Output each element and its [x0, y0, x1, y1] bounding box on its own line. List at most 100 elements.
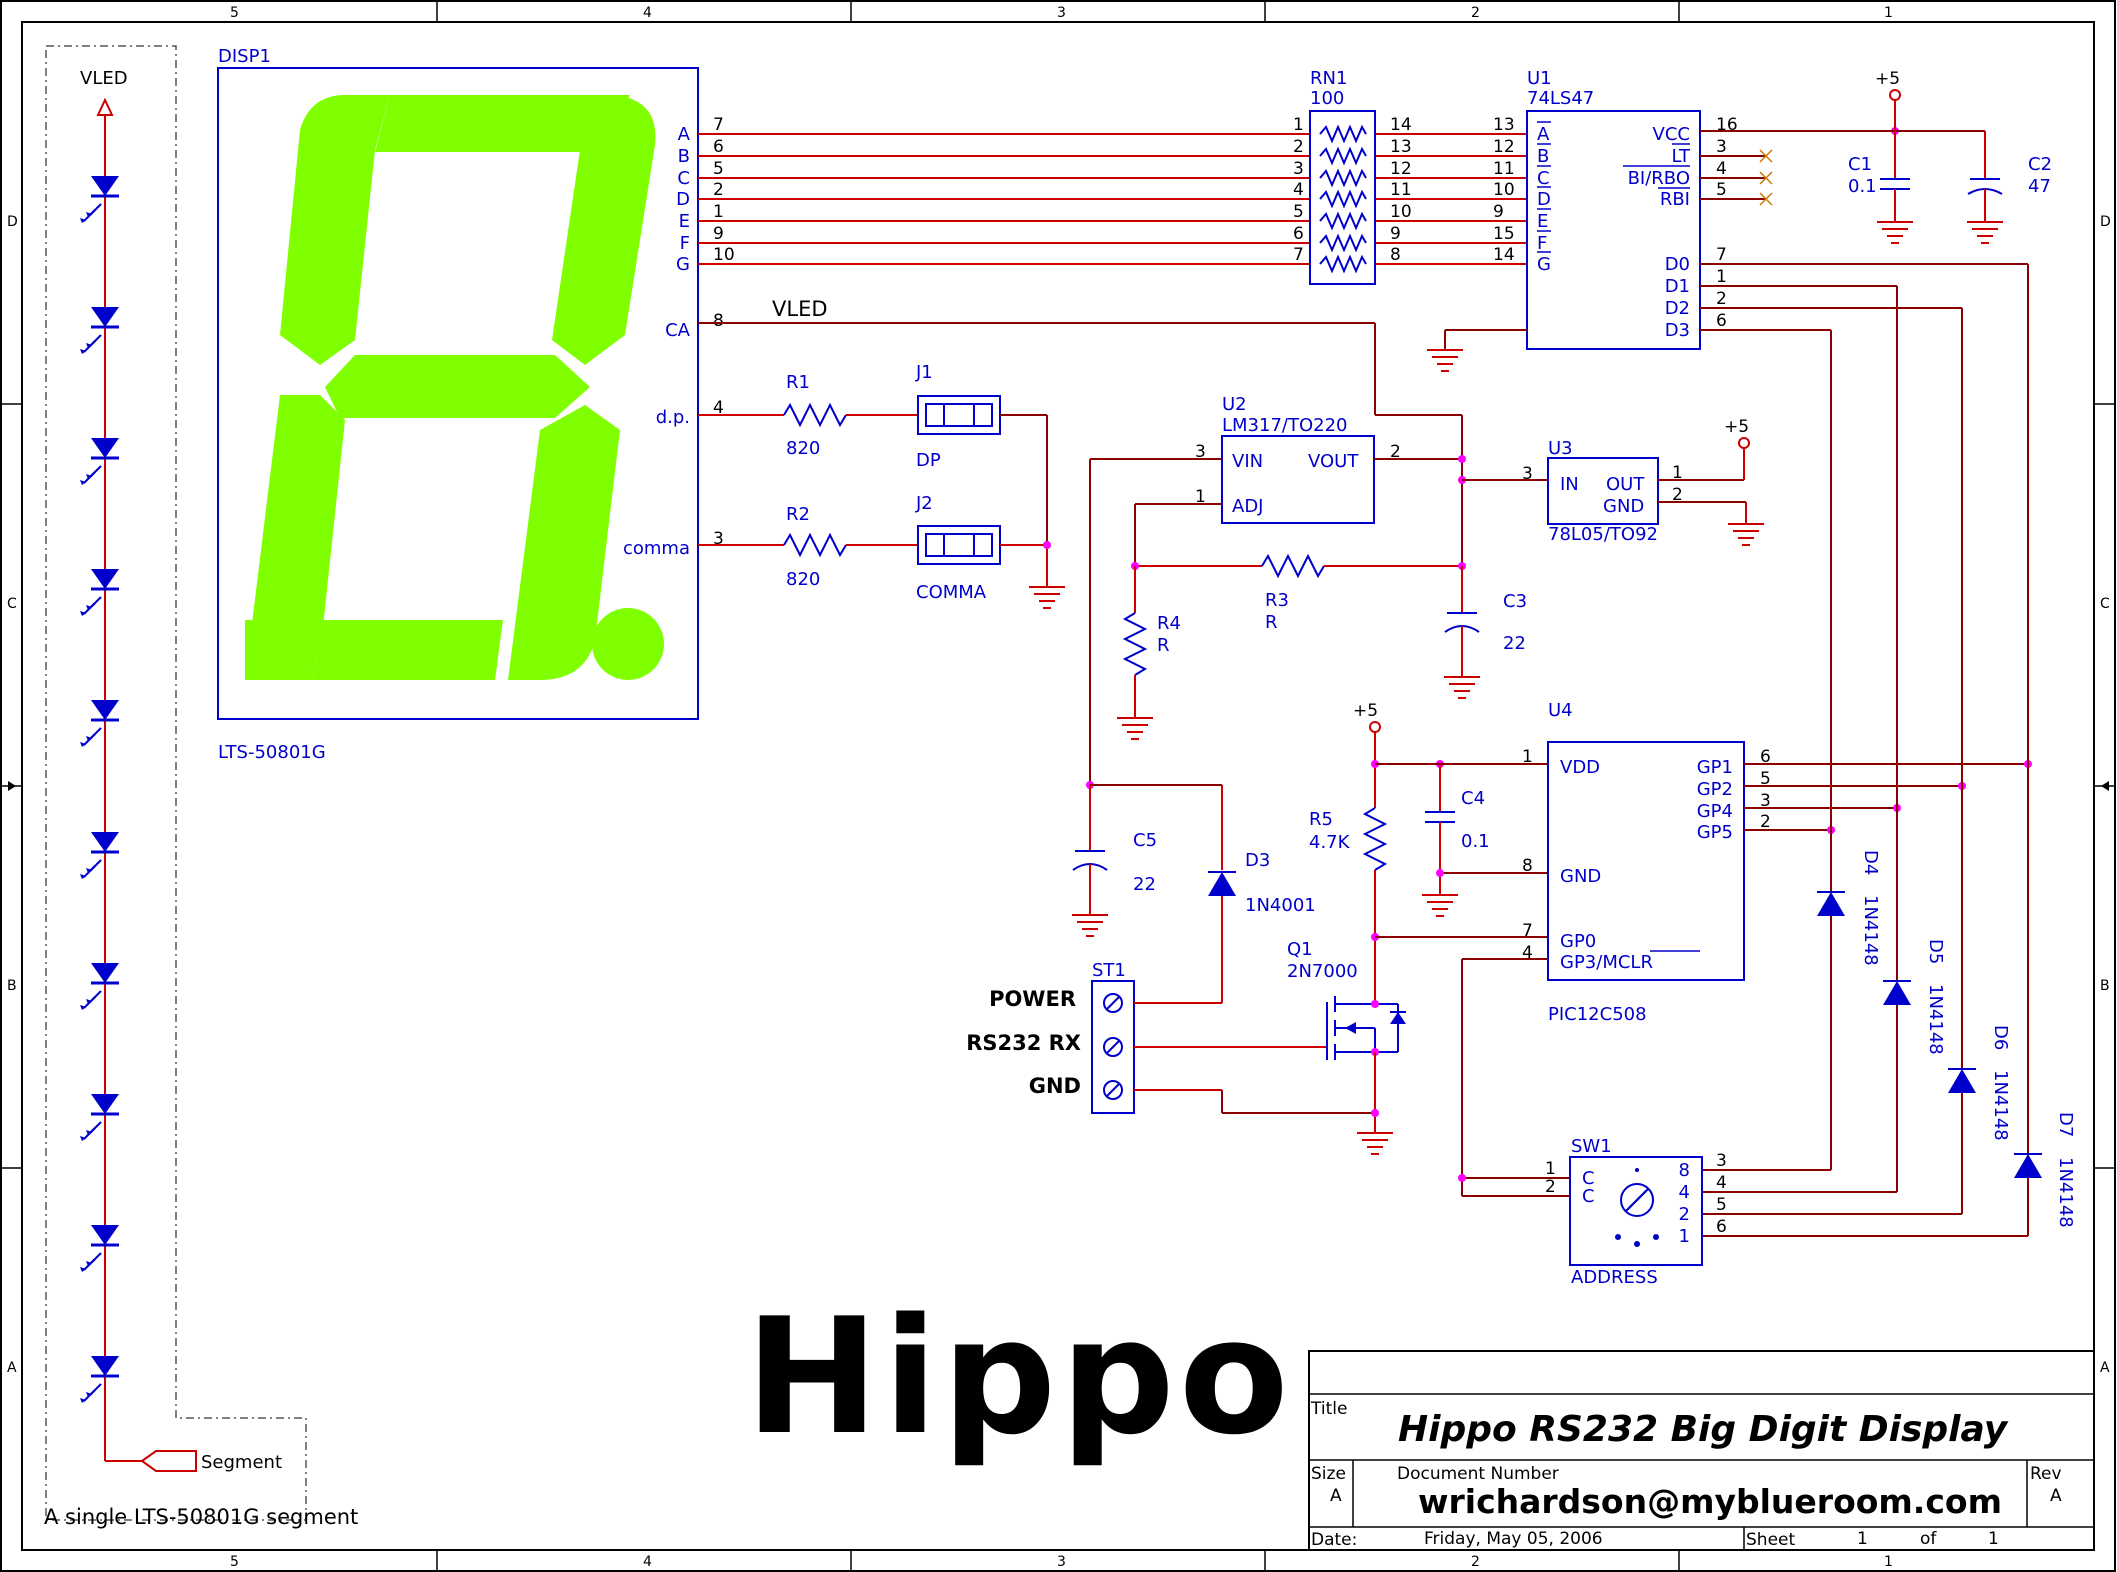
u1-in-pin-name: G — [1537, 254, 1551, 275]
d3-symbol — [1208, 872, 1236, 896]
zone-row-left-a: A — [7, 1360, 17, 1376]
st1-rx-label: RS232 RX — [966, 1031, 1081, 1055]
u1-out-pin-name: D1 — [1665, 276, 1690, 297]
r4-ref: R4 — [1157, 613, 1181, 634]
c4-gnd-symbol — [1422, 894, 1458, 917]
u4-pin-gp5: 2 — [1760, 812, 1771, 832]
segment-port-label: Segment — [201, 1452, 282, 1473]
u2-part: LM317/TO220 — [1222, 415, 1348, 436]
segment-c — [508, 405, 620, 680]
zone-row-left-c: C — [7, 596, 17, 612]
u4-pin-gnd: 8 — [1522, 856, 1533, 876]
segment-port-icon — [140, 1450, 197, 1472]
zone-col-bot-2: 2 — [1471, 1554, 1480, 1570]
rx-input-stage: +5 R5 4.7K C4 0.1 Q1 2N7000 — [1287, 701, 1548, 1155]
sw1-right-pin-label: 4 — [1679, 1182, 1690, 1203]
zone-col-top-2: 2 — [1471, 5, 1480, 21]
rn1-resistor-icon — [1319, 124, 1367, 144]
u1-out-pin-number: 4 — [1716, 159, 1727, 179]
led-2-icon — [80, 307, 119, 354]
u4-gp5: GP5 — [1697, 822, 1733, 843]
u1-out-pin-number: 6 — [1716, 311, 1727, 331]
c1-ref: C1 — [1848, 154, 1872, 175]
u3-part: 78L05/TO92 — [1548, 524, 1658, 545]
zone-col-bot-1: 1 — [1884, 1554, 1893, 1570]
segment-g — [325, 355, 590, 418]
u1-out-pin-name: LT — [1671, 146, 1691, 167]
disp1-pin-name: C — [677, 168, 690, 189]
dp-comma-jumpers: R1 820 J1 DP R2 820 J2 COMMA — [698, 362, 1065, 609]
j2-symbol — [917, 525, 1001, 565]
vcc-decoupling: +5 C1 0.1 C2 47 — [1700, 69, 2052, 244]
u1-out-pin-number: 5 — [1716, 180, 1727, 200]
sw1-knob-icon — [1620, 1183, 1654, 1217]
u1-out-pin-name: VCC — [1653, 124, 1690, 145]
led-3-icon — [80, 438, 119, 485]
rn1-right-pin: 8 — [1390, 245, 1401, 265]
u2-ref: U2 — [1222, 394, 1247, 415]
u3-out: OUT — [1606, 474, 1645, 495]
rn1-ref: RN1 — [1310, 68, 1347, 89]
sw1-left-pin-label: C — [1582, 1168, 1595, 1189]
sheet-label: Sheet — [1746, 1530, 1795, 1550]
size-value: A — [1330, 1486, 1342, 1506]
u1-out-pin-name: D3 — [1665, 320, 1690, 341]
sw1-right-pin-number: 5 — [1716, 1195, 1727, 1215]
u1-part: 74LS47 — [1527, 88, 1594, 109]
zone-row-right-a: A — [2100, 1360, 2110, 1376]
rn1-resistor-icon — [1319, 168, 1367, 188]
u3-gnd-symbol — [1728, 523, 1764, 546]
diode-icon — [1817, 892, 1845, 916]
u1-in-pin-number: 13 — [1493, 115, 1515, 135]
d3-ref: D3 — [1245, 850, 1270, 871]
u1-in-pin-number: 9 — [1493, 202, 1504, 222]
rn1-right-pin: 12 — [1390, 159, 1412, 179]
r5-ref: R5 — [1309, 809, 1333, 830]
diode-ref: D6 — [1990, 1025, 2011, 1050]
led-10-icon — [80, 1356, 119, 1403]
plus5-label-u3: +5 — [1724, 417, 1749, 437]
rn1-right-pin: 10 — [1390, 202, 1412, 222]
u3-pin-in: 3 — [1522, 464, 1533, 484]
date-label: Date: — [1311, 1530, 1357, 1550]
r1-symbol — [783, 402, 847, 428]
zone-col-top-5: 5 — [230, 5, 239, 21]
r3-value: R — [1265, 612, 1278, 633]
sw1-right-pin-label: 2 — [1679, 1204, 1690, 1225]
title-label: Title — [1310, 1399, 1347, 1419]
sw1-right-pin-label: 1 — [1679, 1226, 1690, 1247]
no-connect-icon — [1759, 149, 1773, 163]
diode-icon — [2014, 1154, 2042, 1178]
u1-in-pin-name: F — [1537, 233, 1547, 254]
diode-value: 1N4148 — [1925, 984, 1946, 1055]
c5-ref: C5 — [1133, 830, 1157, 851]
zone-row-left-d: D — [7, 214, 18, 230]
zone-col-top-4: 4 — [643, 5, 652, 21]
disp1-pin-number: 3 — [713, 529, 724, 549]
of-label: of — [1920, 1529, 1937, 1549]
rn1-right-pin: 9 — [1390, 224, 1401, 244]
c2-gnd-symbol — [1967, 221, 2003, 244]
u1-out-pin-name: D2 — [1665, 298, 1690, 319]
rn1-resistor-icon — [1319, 146, 1367, 166]
c1-value: 0.1 — [1848, 176, 1877, 197]
rn1-right-pin: 11 — [1390, 180, 1412, 200]
r2-value: 820 — [786, 569, 820, 590]
disp1-pin-name: comma — [623, 538, 690, 559]
disp1-pin-name: F — [680, 233, 690, 254]
hippo-logo: Hippo — [745, 1283, 1289, 1470]
u3-in: IN — [1560, 474, 1579, 495]
disp1-pin-number: 1 — [713, 202, 724, 222]
zone-col-bot-3: 3 — [1057, 1554, 1066, 1570]
u4-pin-gp2: 5 — [1760, 769, 1771, 789]
disp1-pin-number: 10 — [713, 245, 735, 265]
u2-pin-vin: 3 — [1195, 442, 1206, 462]
u1-out-pin-name: BI/RBO — [1628, 168, 1690, 189]
r4-symbol — [1122, 612, 1148, 676]
u1-in-pin-name: B — [1537, 146, 1549, 167]
